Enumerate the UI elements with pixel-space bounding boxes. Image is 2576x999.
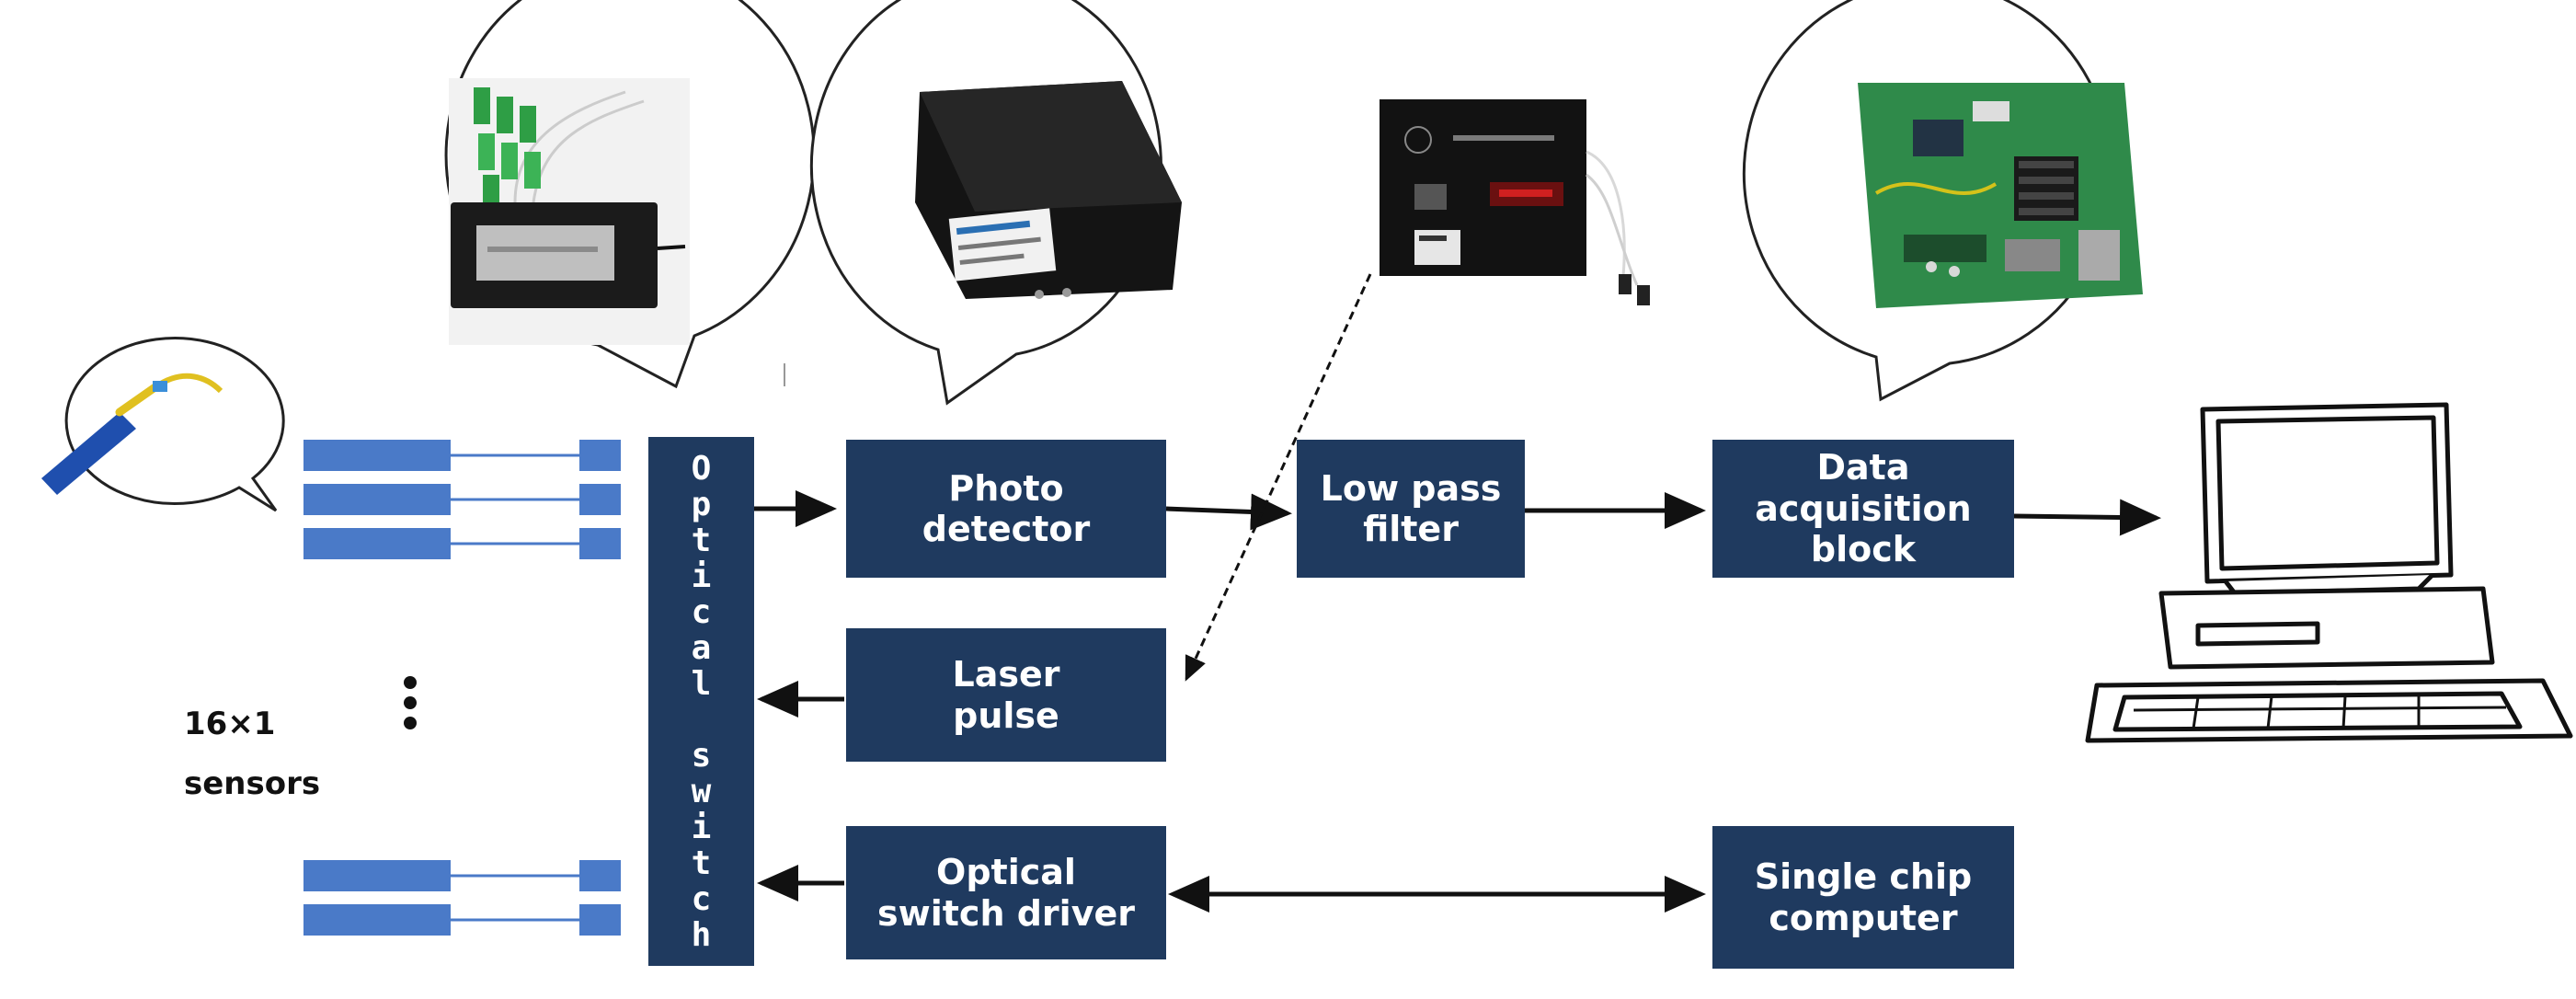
photo-detector-block: Photo detector: [846, 440, 1166, 578]
dashed-pointer-laser-photo: [1185, 273, 1372, 682]
fiber-probe-icon: [41, 373, 223, 495]
computer-illustration: [2085, 402, 2573, 743]
arrow-acquisition-to-computer: [2013, 499, 2161, 536]
sensor-array-bottom: [303, 860, 621, 936]
photo-detector-photo: [809, 0, 1182, 406]
optical-switch-driver-block: Optical switch driver: [846, 826, 1166, 959]
detector-box-icon: [915, 81, 1182, 299]
circuit-board-icon: [1858, 83, 2143, 308]
desktop-computer-icon: [2085, 402, 2573, 743]
sensor-word-label: sensors: [184, 765, 321, 802]
acquisition-board-photo: [1742, 0, 2143, 402]
ellipsis-dots: [404, 676, 417, 729]
single-chip-computer-block: Single chip computer: [1712, 826, 2014, 969]
optical-coupler-photo: [444, 0, 816, 389]
sensor-probe-photo: [41, 337, 285, 512]
sensor-array-top: [303, 440, 621, 559]
data-acquisition-block: Data acquisition block: [1712, 440, 2014, 578]
low-pass-filter-block: Low pass filter: [1297, 440, 1525, 578]
coupler-icon: [451, 87, 686, 308]
arrow-detector-to-filter: [1165, 493, 1292, 531]
sensor-count-label: 16×1: [184, 706, 276, 742]
laser-module-icon: [1380, 99, 1650, 305]
laser-pulse-block: Laser pulse: [846, 628, 1166, 762]
laser-module-photo: [1380, 99, 1650, 305]
